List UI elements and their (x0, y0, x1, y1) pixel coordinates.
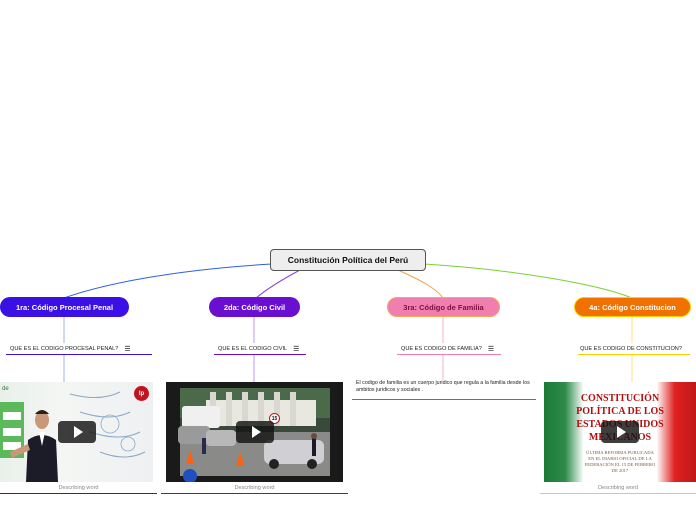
menu-icon[interactable]: ☰ (293, 345, 300, 353)
note-codigo-familia[interactable]: El codigo de familia es un cuerpo juridi… (352, 380, 536, 400)
branch-topic-2[interactable]: 2da: Código Civil (209, 297, 300, 317)
subtopic-2-label: QUE ES EL CODIGO CIVIL (218, 345, 288, 352)
video-thumbnail-3[interactable]: CONSTITUCIÓN POLÍTICA DE LOS ESTADOS UNI… (544, 382, 696, 482)
menu-icon[interactable]: ☰ (124, 345, 131, 353)
connector-root-branch-2 (255, 269, 301, 299)
branch-topic-3[interactable]: 3ra: Código de Familia (387, 297, 500, 317)
subtopic-4[interactable]: QUE ES CODIGO DE CONSTITUCION? (578, 343, 690, 355)
root-topic[interactable]: Constitución Política del Perú (270, 249, 426, 271)
lp-logo-icon: lp (134, 386, 149, 401)
connector-root-branch-4 (423, 263, 633, 299)
play-icon[interactable] (235, 421, 274, 443)
branch-topic-1[interactable]: 1ra: Código Procesal Penal (0, 297, 129, 317)
constitution-subtitle: ÚLTIMA REFORMA PUBLICADA EN EL DIARIO OF… (584, 450, 656, 473)
play-icon[interactable] (57, 421, 96, 443)
video-thumbnail-2[interactable]: 15 (166, 382, 343, 482)
connector-root-branch-3 (397, 269, 444, 299)
speed-sign-icon: 15 (269, 413, 280, 424)
menu-icon[interactable]: ☰ (487, 345, 495, 353)
connector-root-branch-1 (63, 263, 273, 299)
subtopic-4-label: QUE ES CODIGO DE CONSTITUCION? (580, 345, 682, 352)
caption-2[interactable]: Describing word (161, 485, 348, 494)
branch-topic-4[interactable]: 4a: Código Constitucion (574, 297, 691, 317)
subtopic-2[interactable]: QUE ES EL CODIGO CIVIL ☰ (214, 343, 306, 355)
caption-3[interactable]: Describing word (540, 485, 696, 494)
subtopic-1-label: QUE ES EL CODIGO PROCESAL PENAL? (10, 345, 119, 352)
video-thumbnail-1[interactable]: de lp (0, 382, 153, 482)
text-fragment: de (2, 386, 9, 392)
subtopic-3-label: QUE ES CODIGO DE FAMILIA? (401, 345, 482, 352)
whiteboard-illustration (0, 391, 146, 482)
play-icon[interactable] (601, 421, 639, 443)
subtopic-3[interactable]: QUE ES CODIGO DE FAMILIA? ☰ (397, 343, 501, 355)
caption-1[interactable]: Describing word (0, 485, 157, 494)
street-scene-illustration (178, 388, 330, 482)
subtopic-1[interactable]: QUE ES EL CODIGO PROCESAL PENAL? ☰ (6, 343, 152, 355)
